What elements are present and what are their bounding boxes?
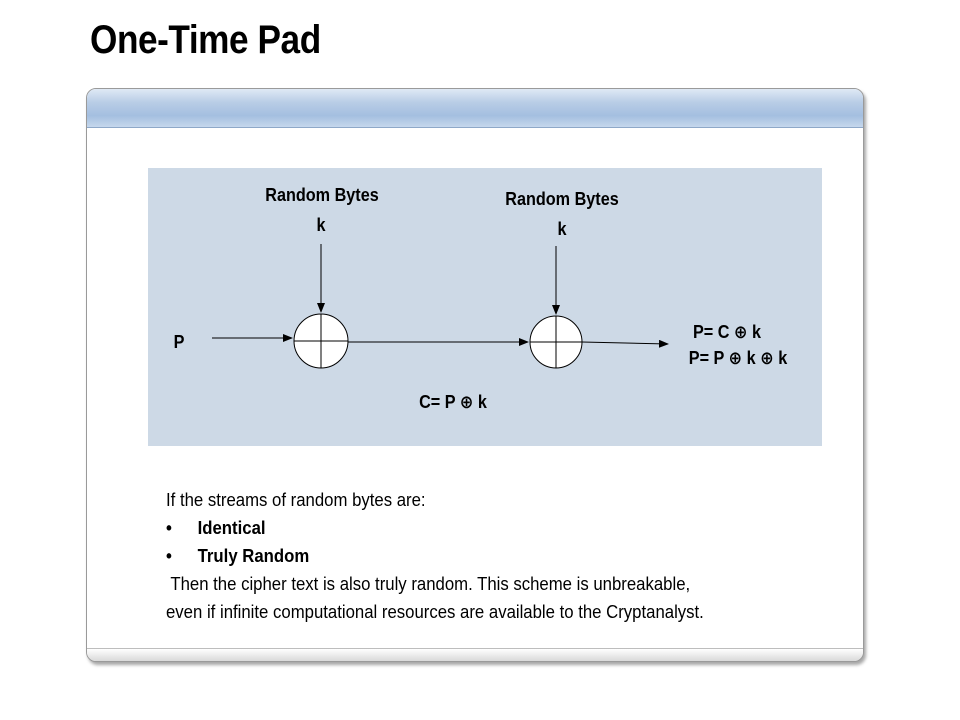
bullet-item: • Truly Random <box>166 542 780 570</box>
bullet-label: Truly Random <box>197 546 310 566</box>
panel-header-bar <box>87 89 863 128</box>
one-time-pad-diagram: Random Bytes k Random Bytes k P C= P ⊕ k… <box>148 168 822 446</box>
conclusion-line-1: Then the cipher text is also truly rando… <box>166 574 691 594</box>
bullet-symbol: • <box>166 546 172 566</box>
output-arrow <box>581 339 669 348</box>
key1-label: Random Bytes <box>265 185 379 205</box>
output-label-1: P= C ⊕ k <box>692 322 762 342</box>
panel-footer-bar <box>87 648 863 661</box>
bullet-item: • Identical <box>166 514 780 542</box>
ciphertext-label: C= P ⊕ k <box>419 392 487 412</box>
key2-label: Random Bytes <box>505 189 619 209</box>
key2-symbol: k <box>557 219 567 239</box>
output-label-2: P= P ⊕ k ⊕ k <box>688 348 788 368</box>
plaintext-input-label: P <box>173 332 185 352</box>
bullet-symbol: • <box>166 518 172 538</box>
bullet-label: Identical <box>197 518 266 538</box>
diagram-graphics <box>212 244 669 369</box>
conclusion-line-2: even if infinite computational resources… <box>166 602 704 622</box>
key1-symbol: k <box>316 215 326 235</box>
xor-symbol-1 <box>293 313 349 369</box>
slide-title: One-Time Pad <box>90 18 321 62</box>
xor-symbol-2 <box>529 315 583 369</box>
explanation-text: If the streams of random bytes are: • Id… <box>166 486 826 626</box>
intro-line: If the streams of random bytes are: <box>166 490 426 510</box>
